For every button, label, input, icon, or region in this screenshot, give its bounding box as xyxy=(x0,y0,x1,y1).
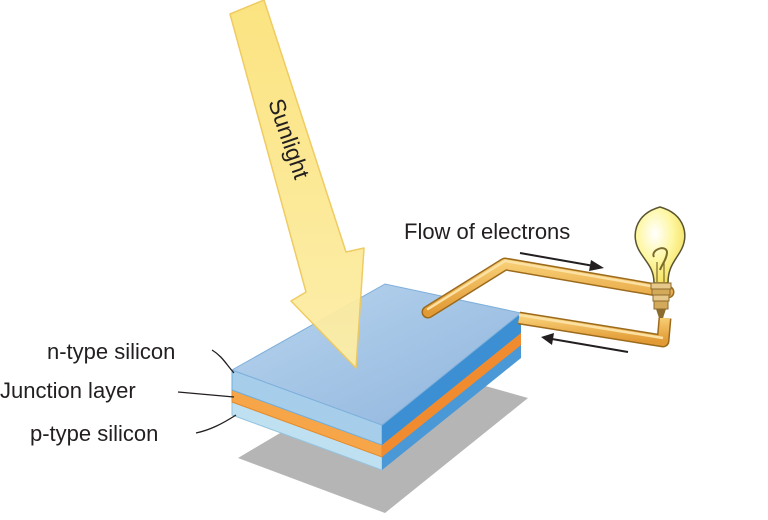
n-type-leader-line xyxy=(211,349,235,374)
p-type-leader-line xyxy=(195,414,237,434)
sunlight-arrow xyxy=(229,0,365,369)
n-type-silicon-label: n-type silicon xyxy=(47,339,175,364)
p-type-silicon-label: p-type silicon xyxy=(30,421,158,446)
electron-flow-arrow-return xyxy=(541,333,629,353)
circuit-wire xyxy=(421,257,675,348)
junction-leader-line xyxy=(177,391,235,398)
light-bulb-icon xyxy=(634,206,686,318)
junction-layer-label: Junction layer xyxy=(0,378,136,403)
electron-flow-arrow-forward xyxy=(519,252,604,271)
flow-of-electrons-label: Flow of electrons xyxy=(404,219,570,244)
